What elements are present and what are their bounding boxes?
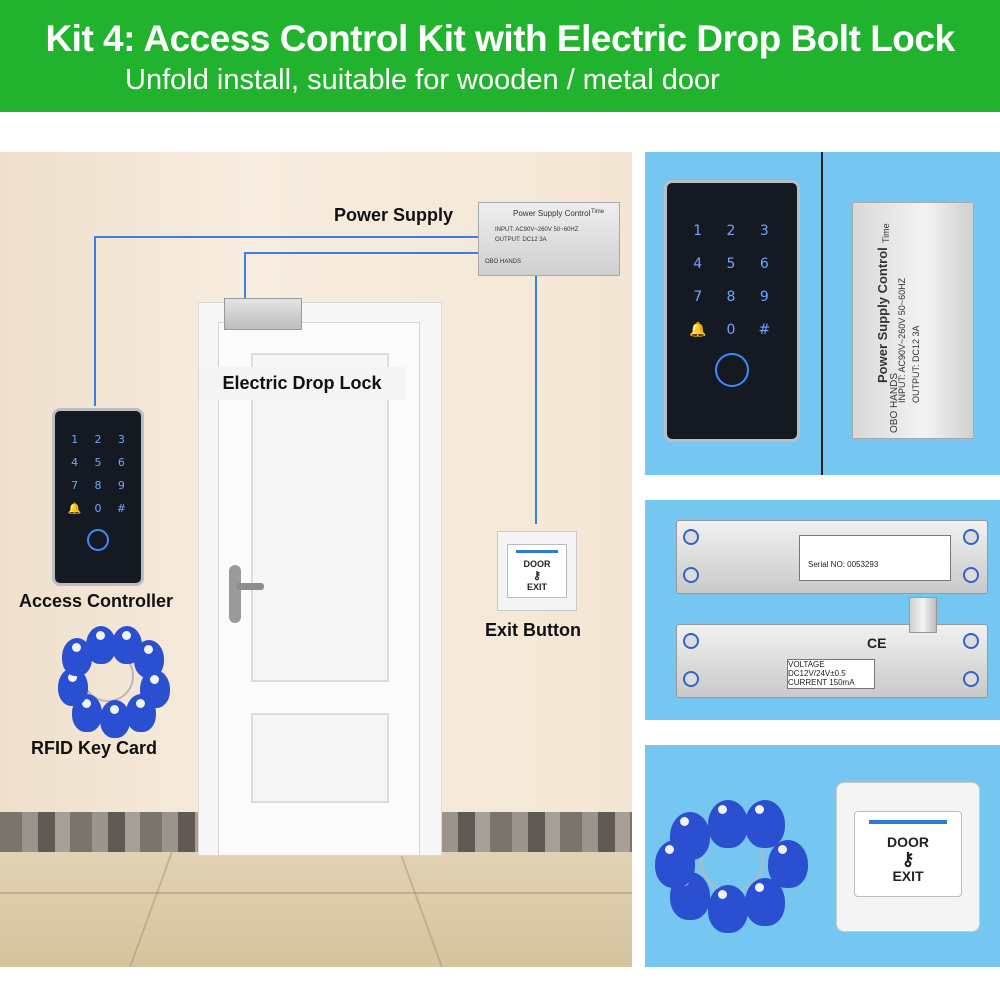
- psu-closeup-title: Power Supply Control: [875, 247, 890, 383]
- wire-exit-button: [535, 274, 537, 524]
- exit-door-text: DOOR: [523, 559, 551, 569]
- photo-divider: [821, 152, 823, 475]
- power-supply: Power Supply Control INPUT: AC90V~260V 5…: [478, 202, 620, 276]
- fingerprint-sensor-icon: [87, 529, 109, 551]
- exit-closeup-exit-text: EXIT: [892, 868, 924, 884]
- wire-controller-drop: [94, 236, 96, 406]
- screw-icon: [683, 567, 699, 583]
- current-row: CURRENT 150mA: [788, 678, 874, 687]
- power-supply-input: INPUT: AC90V~260V 50~60HZ: [495, 227, 579, 233]
- power-supply-title: Power Supply Control: [513, 209, 591, 218]
- screw-icon: [683, 671, 699, 687]
- door-upper-panel: [251, 353, 389, 682]
- screw-icon: [963, 633, 979, 649]
- key-icon: ⚷: [532, 570, 542, 582]
- floor: [0, 852, 632, 967]
- current-label: CURRENT: [788, 678, 827, 687]
- power-supply-label: Power Supply: [334, 205, 454, 225]
- rfid-tag-icon: [655, 840, 695, 888]
- bolt-lock-back: Serial NO: 0053293: [676, 520, 988, 594]
- psu-closeup-output: OUTPUT: DC12 3A: [911, 325, 921, 403]
- header-banner: Kit 4: Access Control Kit with Electric …: [0, 0, 1000, 112]
- exit-button-label: Exit Button: [485, 620, 581, 640]
- door: [218, 322, 420, 856]
- door-lower-panel: [251, 713, 389, 803]
- exit-closeup-door-text: DOOR: [887, 834, 929, 850]
- wire-lock-drop: [244, 252, 246, 298]
- banner-title: Kit 4: Access Control Kit with Electric …: [45, 18, 955, 59]
- bolt-lock-front: VOLTAGE DC12V/24V±0.5 CURRENT 150mA CE: [676, 597, 988, 698]
- door-handle: [236, 583, 264, 590]
- wire-lock: [244, 252, 478, 254]
- screw-icon: [683, 633, 699, 649]
- key-icon: ⚷: [901, 849, 915, 869]
- door-handle-plate: [229, 565, 241, 623]
- exit-button-closeup-face: DOOR ⚷ EXIT: [854, 811, 962, 897]
- current-value: 150mA: [829, 678, 855, 687]
- rfid-tag-icon: [708, 800, 748, 848]
- exit-button-face: DOOR ⚷ EXIT: [507, 544, 567, 598]
- banner-subtitle: Unfold install, suitable for wooden / me…: [125, 64, 720, 96]
- rfid-tag-icon: [745, 800, 785, 848]
- rfid-tag-icon: [745, 878, 785, 926]
- power-supply-output: OUTPUT: DC12 3A: [495, 237, 547, 243]
- rfid-tag-icon: [708, 885, 748, 933]
- fingerprint-sensor-closeup-icon: [715, 353, 749, 387]
- ce-mark: CE: [867, 635, 887, 651]
- exit-button-closeup: DOOR ⚷ EXIT: [836, 782, 980, 932]
- power-supply-closeup: Power Supply Control INPUT: AC90V~260V 5…: [852, 202, 974, 439]
- access-controller-label: Access Controller: [19, 591, 174, 611]
- rfid-key-card-label: RFID Key Card: [31, 738, 158, 758]
- exit-text: EXIT: [526, 582, 547, 592]
- voltage-row: VOLTAGE DC12V/24V±0.5: [788, 660, 874, 678]
- wire-controller: [94, 236, 478, 238]
- voltage-value: DC12V/24V±0.5: [788, 669, 846, 678]
- rfid-tag-icon: [126, 694, 156, 732]
- electric-drop-lock: [224, 298, 302, 330]
- power-supply-brand: OBO HANDS: [485, 259, 522, 265]
- psu-closeup-brand: OBO HANDS: [889, 372, 900, 433]
- screw-icon: [963, 529, 979, 545]
- serial-number: Serial NO: 0053293: [808, 560, 879, 569]
- screw-icon: [963, 671, 979, 687]
- exit-button-device: DOOR ⚷ EXIT: [497, 531, 577, 611]
- screw-icon: [683, 529, 699, 545]
- screw-icon: [963, 567, 979, 583]
- rfid-tag-icon: [100, 700, 130, 738]
- serial-sticker: Serial NO: 0053293: [799, 535, 951, 581]
- electric-drop-lock-label: Electric Drop Lock: [199, 367, 405, 400]
- bolt-pin: [909, 597, 937, 633]
- exit-indicator-bar: [516, 550, 558, 553]
- exit-closeup-indicator-bar: [869, 820, 947, 824]
- rfid-tag-icon: [62, 638, 92, 676]
- psu-closeup-time: Time: [881, 223, 891, 243]
- voltage-label: VOLTAGE: [788, 660, 825, 669]
- power-supply-time: Time: [591, 209, 605, 215]
- spec-sticker: VOLTAGE DC12V/24V±0.5 CURRENT 150mA: [787, 659, 875, 689]
